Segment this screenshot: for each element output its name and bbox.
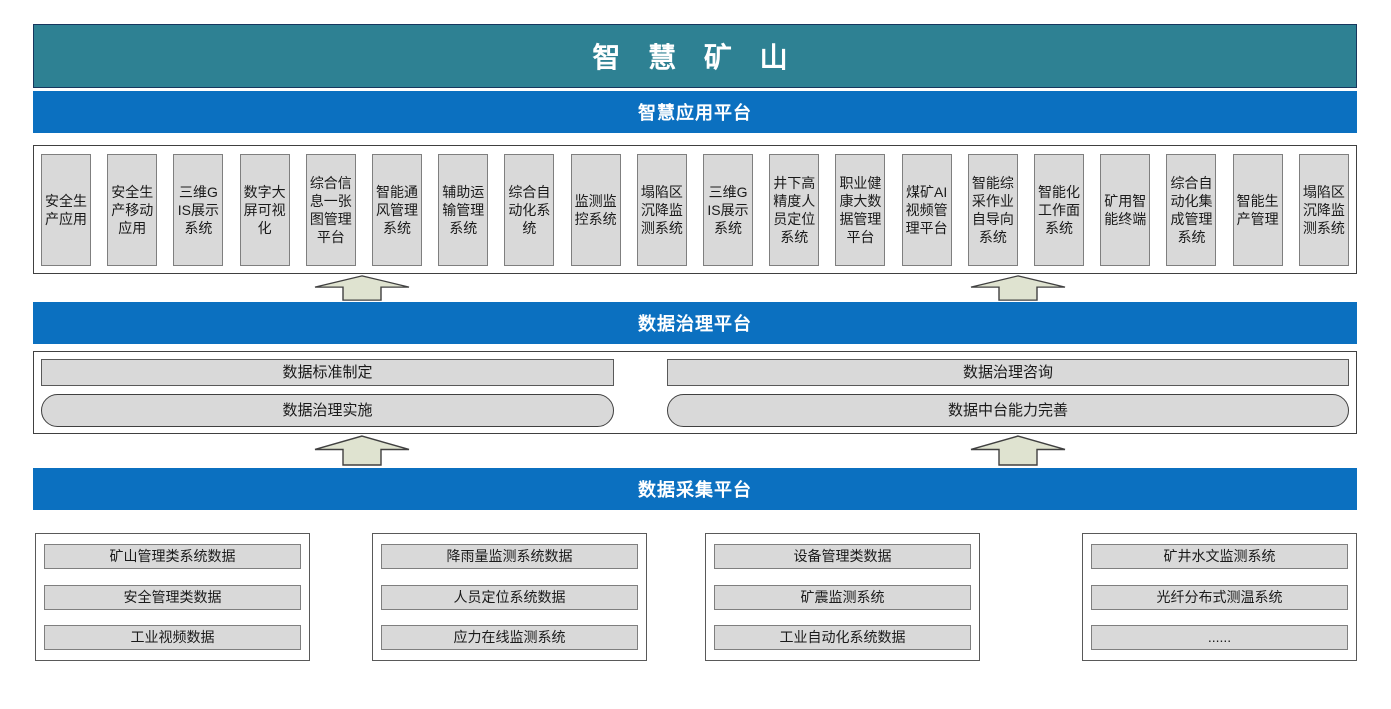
- governance-platform-label: 数据治理平台: [638, 314, 752, 334]
- up-arrow-icon: [314, 275, 410, 301]
- data-source-box: 人员定位系统数据: [381, 584, 638, 610]
- data-source-box: 光纤分布式测温系统: [1091, 584, 1348, 610]
- up-arrow-icon: [314, 435, 410, 466]
- data-source-box: 工业自动化系统数据: [714, 625, 971, 650]
- governance-item-standards: 数据标准制定: [41, 359, 614, 386]
- data-source-box: 矿山管理类系统数据: [44, 544, 301, 569]
- governance-platform-band: 数据治理平台: [33, 302, 1357, 344]
- data-source-groups-row: 矿山管理类系统数据安全管理类数据工业视频数据降雨量监测系统数据人员定位系统数据应…: [33, 533, 1357, 661]
- smart-mine-architecture-diagram: 智 慧 矿 山 智慧应用平台 安全生产应用安全生产移动应用三维GIS展示系统数字…: [33, 24, 1357, 661]
- application-system-box: 智能化工作面系统: [1034, 153, 1085, 266]
- application-platform-band: 智慧应用平台: [33, 91, 1357, 133]
- data-source-group: 矿井水文监测系统光纤分布式测温系统......: [1082, 533, 1357, 661]
- governance-item-implementation: 数据治理实施: [41, 394, 614, 427]
- application-system-box: 塌陷区沉降监测系统: [636, 153, 687, 266]
- data-source-box: ......: [1091, 625, 1348, 650]
- governance-section: 数据标准制定 数据治理实施 数据治理咨询 数据中台能力完善: [33, 351, 1357, 434]
- data-source-group: 设备管理类数据矿震监测系统工业自动化系统数据: [705, 533, 980, 661]
- data-source-box: 安全管理类数据: [44, 584, 301, 610]
- application-system-box: 三维GIS展示系统: [703, 153, 754, 266]
- application-system-box: 矿用智能终端: [1100, 153, 1151, 266]
- data-source-box: 应力在线监测系统: [381, 625, 638, 650]
- application-system-box: 职业健康大数据管理平台: [835, 153, 886, 266]
- application-system-box: 智能生产管理: [1232, 153, 1283, 266]
- application-system-box: 综合自动化系统: [504, 153, 555, 266]
- arrow-row-lower: [33, 434, 1357, 468]
- governance-right-column: 数据治理咨询 数据中台能力完善: [667, 359, 1349, 427]
- application-platform-label: 智慧应用平台: [638, 103, 752, 123]
- application-system-box: 综合信息一张图管理平台: [305, 153, 356, 266]
- up-arrow-icon: [970, 275, 1066, 301]
- application-system-box: 智能通风管理系统: [372, 153, 423, 266]
- data-source-box: 矿震监测系统: [714, 584, 971, 610]
- application-system-box: 智能综采作业自导向系统: [967, 153, 1018, 266]
- governance-left-column: 数据标准制定 数据治理实施: [41, 359, 614, 427]
- application-systems-row: 安全生产应用安全生产移动应用三维GIS展示系统数字大屏可视化综合信息一张图管理平…: [33, 145, 1357, 274]
- collection-platform-label: 数据采集平台: [638, 480, 752, 500]
- application-system-box: 安全生产应用: [41, 153, 91, 266]
- collection-platform-band: 数据采集平台: [33, 468, 1357, 510]
- page-title: 智 慧 矿 山: [592, 42, 798, 73]
- governance-item-middle-platform: 数据中台能力完善: [667, 394, 1349, 427]
- application-system-box: 煤矿AI视频管理平台: [901, 153, 952, 266]
- application-system-box: 安全生产移动应用: [107, 153, 158, 266]
- main-title-banner: 智 慧 矿 山: [33, 24, 1357, 88]
- data-source-box: 矿井水文监测系统: [1091, 544, 1348, 569]
- governance-item-consulting: 数据治理咨询: [667, 359, 1349, 386]
- application-system-box: 监测监控系统: [570, 153, 621, 266]
- data-source-box: 工业视频数据: [44, 625, 301, 650]
- application-system-box: 辅助运输管理系统: [438, 153, 489, 266]
- application-system-box: 井下高精度人员定位系统: [769, 153, 820, 266]
- data-source-group: 矿山管理类系统数据安全管理类数据工业视频数据: [35, 533, 310, 661]
- arrow-row-upper: [33, 274, 1357, 302]
- data-source-box: 设备管理类数据: [714, 544, 971, 569]
- application-system-box: 三维GIS展示系统: [173, 153, 224, 266]
- application-system-box: 数字大屏可视化: [239, 153, 290, 266]
- application-system-box: 综合自动化集成管理系统: [1166, 153, 1217, 266]
- up-arrow-icon: [970, 435, 1066, 466]
- application-system-box: 塌陷区沉降监测系统: [1298, 153, 1349, 266]
- data-source-group: 降雨量监测系统数据人员定位系统数据应力在线监测系统: [372, 533, 647, 661]
- data-source-box: 降雨量监测系统数据: [381, 544, 638, 569]
